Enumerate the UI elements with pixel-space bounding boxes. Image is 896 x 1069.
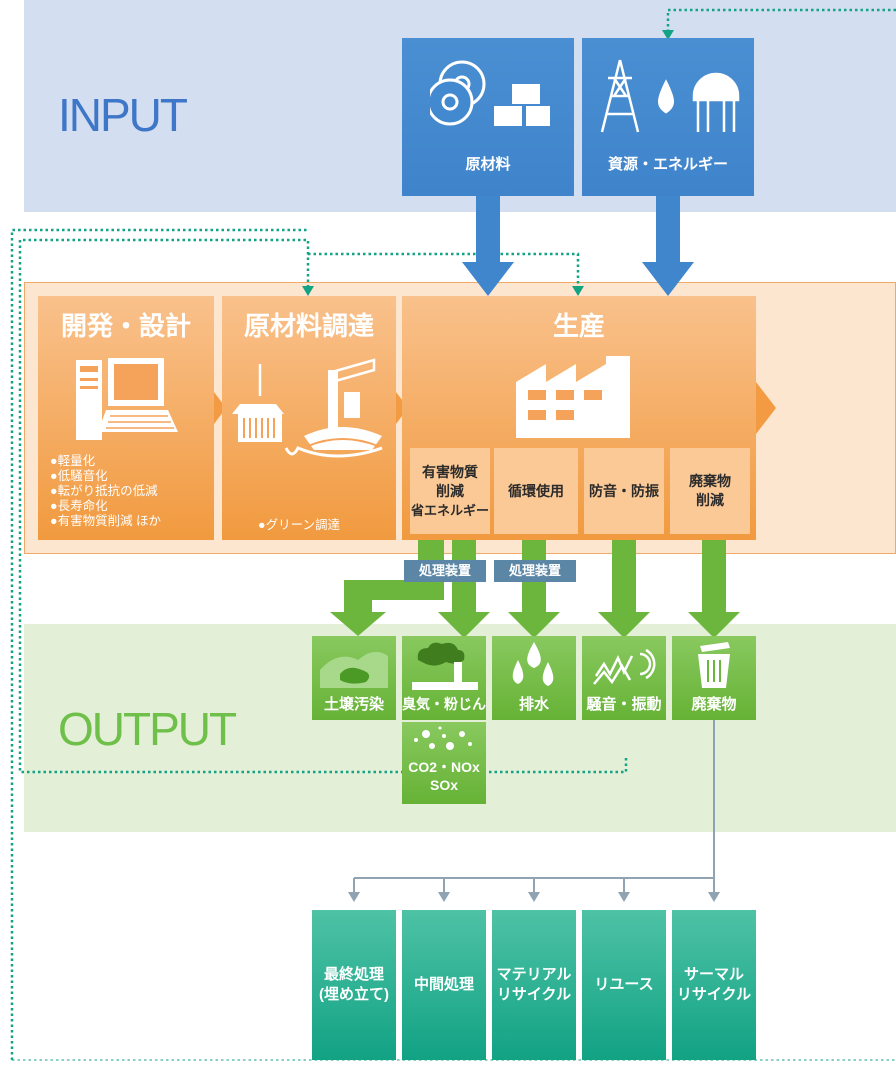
feedback-arrowhead-1 (662, 30, 674, 40)
input-arrow-energy (642, 196, 694, 296)
distribution-arrowhead-1 (348, 892, 360, 902)
resources-energy-box: 資源・エネルギー (582, 38, 754, 196)
raw-materials-label: 原材料 (465, 156, 511, 173)
activity-recycling: 循環使用 (494, 448, 578, 534)
feedback-loop-left (18, 238, 628, 774)
output-soil-contamination: 土壌汚染 (312, 636, 396, 720)
feedback-arrowhead-3 (572, 286, 584, 296)
distribution-arrowhead-4 (618, 892, 630, 902)
distribution-arrowhead-5 (708, 892, 720, 902)
smoke-icon (412, 642, 478, 690)
output-odor-label: 臭気・粉じん (402, 696, 486, 712)
emissions-line2: SOx (429, 777, 458, 793)
output-emissions: CO2・NOx SOx (402, 722, 486, 804)
feedback-arrowhead-2 (302, 286, 314, 296)
output-arrow-odor (438, 534, 490, 638)
activity-noise-label: 防音・防振 (589, 482, 659, 499)
activity-noise-vibration: 防音・防振 (584, 448, 664, 534)
output-odor-dust: 臭気・粉じん (402, 636, 486, 720)
design-bullet: 低騒音化 (50, 469, 161, 484)
output-arrow-water (508, 534, 560, 638)
input-arrow-materials (462, 196, 514, 296)
feedback-loop-inner (10, 228, 308, 1060)
output-arrow-noise (598, 534, 650, 638)
disposal-thermal-recycle: サーマル リサイクル (672, 910, 756, 1060)
output-arrow-soil (330, 534, 444, 636)
design-bullet: 軽量化 (50, 454, 161, 469)
activity-hazard-line2: 削減 (436, 482, 464, 499)
soil-icon (320, 651, 388, 688)
output-waste: 廃棄物 (672, 636, 756, 720)
output-noise-label: 騒音・振動 (586, 696, 662, 713)
design-bullet: 長寿命化 (50, 499, 161, 514)
stage-procurement: 原材料調達 グリーン調達 (222, 296, 396, 540)
emissions-line1: CO2・NOx (408, 759, 480, 775)
distribution-arrowhead-3 (528, 892, 540, 902)
disposal-reuse-label: リユース (594, 976, 654, 993)
trash-can-icon (698, 642, 730, 688)
output-wastewater-label: 排水 (518, 696, 549, 713)
treatment-device-2: 処理装置 (494, 560, 576, 582)
design-bullets: 軽量化 低騒音化 転がり抵抗の低減 長寿命化 有害物質削減 ほか (50, 454, 161, 529)
stage-design: 開発・設計 軽量化 低騒音化 転がり抵抗の低減 長寿命化 有害物質削減 ほか (38, 296, 214, 540)
disposal-material-line2: リサイクル (496, 986, 572, 1003)
design-bullet: 転がり抵抗の低減 (50, 484, 161, 499)
activity-waste-reduction: 廃棄物 削減 (670, 448, 750, 534)
disposal-intermediate-label: 中間処理 (413, 976, 474, 993)
disposal-thermal-line2: リサイクル (676, 986, 752, 1003)
output-soil-label: 土壌汚染 (323, 696, 384, 713)
crane-ship-icon (232, 358, 383, 458)
discs-and-boxes-icon (430, 60, 550, 126)
disposal-thermal-line1: サーマル (683, 966, 744, 983)
stage-chevron-3 (756, 382, 776, 434)
water-drops-icon (512, 642, 554, 686)
distribution-arrowhead-2 (438, 892, 450, 902)
output-waste-label: 廃棄物 (691, 696, 737, 713)
disposal-final: 最終処理 (埋め立て) (312, 910, 396, 1060)
design-bullet: 有害物質削減 ほか (50, 514, 161, 529)
disposal-reuse: リユース (582, 910, 666, 1060)
stage-production-title: 生産 (552, 311, 605, 341)
stage-procurement-title: 原材料調達 (243, 311, 374, 341)
input-label: INPUT (58, 89, 188, 141)
disposal-material-recycle: マテリアル リサイクル (492, 910, 576, 1060)
activity-hazard-line1: 有害物質 (422, 463, 478, 480)
output-noise-vibration: 騒音・振動 (582, 636, 666, 720)
computer-icon (76, 358, 178, 440)
resources-energy-label: 資源・エネルギー (607, 156, 728, 173)
raw-materials-box: 原材料 (402, 38, 574, 196)
activity-energy-saving: 省エネルギー (410, 502, 489, 518)
stage-design-title: 開発・設計 (60, 311, 191, 341)
treatment-device-1: 処理装置 (404, 560, 486, 582)
activity-hazard-reduction: 有害物質 削減 省エネルギー (410, 448, 490, 534)
procurement-bullet: グリーン調達 (258, 518, 340, 533)
feedback-branch (308, 252, 580, 286)
stage-chevron-1 (214, 392, 226, 424)
activity-waste-line2: 削減 (696, 492, 724, 508)
disposal-final-line1: 最終処理 (323, 966, 384, 983)
disposal-final-line2: (埋め立て) (319, 986, 389, 1003)
disposal-intermediate: 中間処理 (402, 910, 486, 1060)
feedback-loop-outer (666, 8, 896, 30)
output-arrow-waste (688, 534, 740, 638)
output-wastewater: 排水 (492, 636, 576, 720)
tower-drop-tank-icon (600, 59, 740, 133)
procurement-bullets: グリーン調達 (258, 518, 340, 533)
output-label: OUTPUT (58, 703, 237, 755)
factory-icon (516, 356, 630, 438)
particles-icon (414, 726, 472, 750)
activity-waste-line1: 廃棄物 (689, 473, 731, 489)
disposal-material-line1: マテリアル (496, 966, 572, 983)
noise-icon (593, 648, 656, 685)
activity-recycling-label: 循環使用 (508, 482, 564, 499)
